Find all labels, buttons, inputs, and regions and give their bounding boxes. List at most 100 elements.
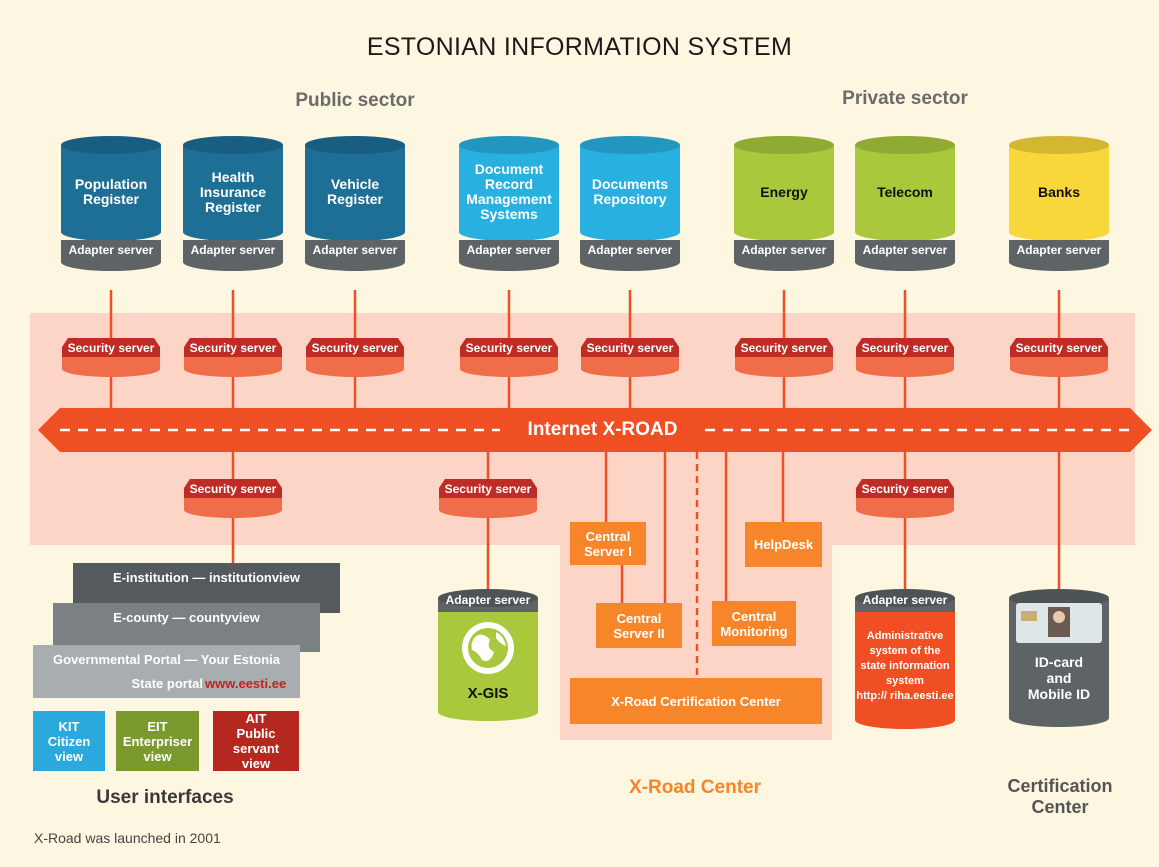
register-6-top — [855, 136, 955, 154]
register-4-name: Documents Repository — [591, 176, 669, 207]
portal-institution-label: E-institution — institutionview — [112, 569, 301, 585]
security-server-xgis-label: Security server — [444, 481, 532, 496]
portal-url: www.eesti.ee — [205, 675, 287, 691]
security-server-portal-body — [184, 498, 282, 510]
register-6-adapter-band — [855, 240, 955, 260]
diagram-title: ESTONIAN INFORMATION SYSTEM — [366, 32, 793, 61]
register-7-adapter-band — [1009, 240, 1109, 260]
register-4-top — [580, 136, 680, 154]
security-server-top-2-body — [306, 357, 404, 369]
xgis-adapter-label: Adapter server — [445, 593, 531, 607]
register-3-adapter-band — [459, 240, 559, 260]
register-7-name: Banks — [1037, 183, 1081, 200]
register-7-top — [1009, 136, 1109, 154]
user-interfaces-label: User interfaces — [96, 787, 234, 808]
xgis-label: X-GIS — [467, 684, 509, 702]
security-server-top-7-cap — [1010, 338, 1108, 357]
register-6-body — [855, 145, 955, 241]
portal-institution-box — [73, 563, 340, 613]
portal-county-box — [53, 603, 320, 652]
register-3-body — [459, 145, 559, 241]
private-sector-label: Private sector — [842, 88, 968, 109]
portal-state-box — [33, 645, 300, 698]
security-server-portal-cap — [184, 479, 282, 498]
security-server-top-3-body — [460, 357, 558, 369]
register-1-body — [183, 145, 283, 241]
register-2-adapter-label: Adapter server — [312, 243, 398, 257]
id-card-face — [1053, 611, 1065, 623]
register-1-adapter-band — [183, 240, 283, 260]
security-server-portal-label: Security server — [189, 481, 277, 496]
register-3-adapter-label: Adapter server — [466, 243, 552, 257]
security-server-top-6-label: Security server — [861, 340, 949, 355]
register-2-body — [305, 145, 405, 241]
view-box-2 — [213, 711, 299, 771]
xroad-cert-center-label: X-Road Certification Center — [611, 693, 781, 709]
view-box-1 — [116, 711, 199, 771]
security-server-top-6-cap — [856, 338, 954, 357]
register-6-name: Telecom — [877, 183, 933, 200]
security-server-top-2-label: Security server — [311, 340, 399, 355]
view-box-0 — [33, 711, 105, 771]
view-label-0: KIT Citizen view — [47, 718, 91, 764]
security-server-top-7-body — [1010, 357, 1108, 369]
globe-icon-land — [471, 632, 506, 661]
security-server-top-0-body — [62, 357, 160, 369]
register-0-top — [61, 136, 161, 154]
idcard-top — [1009, 589, 1109, 607]
register-3-name: Document Record Management Systems — [466, 161, 552, 222]
road-label: Internet X-ROAD — [527, 419, 678, 440]
security-server-top-2-cap — [306, 338, 404, 357]
security-server-top-1-cap — [184, 338, 282, 357]
security-server-top-4-body — [581, 357, 679, 369]
security-server-top-5-cap — [735, 338, 833, 357]
security-server-xgis-body — [439, 498, 537, 510]
central-server-2-label: Central Server II — [613, 610, 665, 641]
security-server-top-1-body — [184, 357, 282, 369]
portal-county-label: E-county — countyview — [113, 609, 260, 625]
register-5-top — [734, 136, 834, 154]
register-3-top — [459, 136, 559, 154]
security-server-top-3-cap — [460, 338, 558, 357]
security-server-top-3-label: Security server — [465, 340, 553, 355]
id-card-chip — [1021, 611, 1037, 621]
xroad-center-label: X-Road Center — [629, 777, 761, 798]
xgis-top — [438, 589, 538, 607]
view-label-1: EIT Enterpriser view — [122, 718, 193, 764]
helpdesk-box — [745, 522, 822, 567]
security-server-riha-label: Security server — [861, 481, 949, 496]
certification-center-label: Certification Center — [1007, 776, 1113, 817]
register-4-adapter-label: Adapter server — [587, 243, 673, 257]
idcard-label: ID-card and Mobile ID — [1027, 654, 1091, 702]
register-2-top — [305, 136, 405, 154]
register-1-top — [183, 136, 283, 154]
view-label-2: AIT Public servant view — [232, 711, 280, 771]
portal-state-sub-label: State portal — [131, 675, 203, 691]
riha-body — [855, 598, 955, 729]
register-6-adapter-label: Adapter server — [862, 243, 948, 257]
register-2-name: Vehicle Register — [326, 176, 384, 207]
security-server-top-5-body — [735, 357, 833, 369]
security-server-top-0-cap — [62, 338, 160, 357]
register-1-adapter-label: Adapter server — [190, 243, 276, 257]
register-1-name: Health Insurance Register — [199, 168, 267, 215]
register-4-body — [580, 145, 680, 241]
register-0-adapter-label: Adapter server — [68, 243, 154, 257]
xroad-cert-center-box — [570, 678, 822, 724]
helpdesk-label: HelpDesk — [753, 537, 814, 552]
register-7-body — [1009, 145, 1109, 241]
security-server-top-4-cap — [581, 338, 679, 357]
security-server-top-6-body — [856, 357, 954, 369]
register-5-body — [734, 145, 834, 241]
riha-label: Administrative system of the state infor… — [856, 629, 954, 702]
riha-adapter-label: Adapter server — [862, 593, 948, 607]
road-arrow — [38, 408, 1152, 452]
security-server-top-7-label: Security server — [1015, 340, 1103, 355]
portal-state-label: Governmental Portal — Your Estonia — [52, 651, 281, 667]
register-0-adapter-band — [61, 240, 161, 260]
central-server-1-label: Central Server I — [584, 528, 632, 559]
central-monitoring-label: Central Monitoring — [720, 608, 788, 639]
central-server-2-box — [596, 603, 682, 648]
register-0-body — [61, 145, 161, 241]
register-5-name: Energy — [760, 183, 808, 200]
